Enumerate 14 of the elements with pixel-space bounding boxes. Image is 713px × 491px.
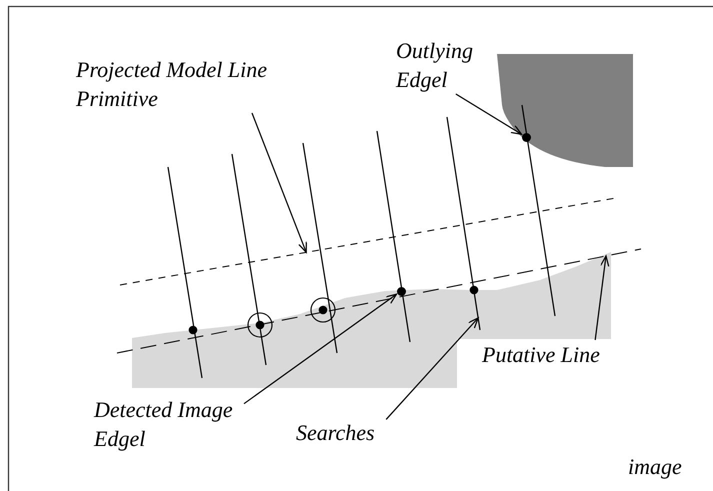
caption-label: image [628,453,682,481]
leader-line [594,255,610,340]
leader-line [251,112,307,253]
search-line [446,116,481,330]
projected-model-line [120,198,616,286]
leader-line [456,93,522,135]
callout-label: Detected Image Edgel [94,395,244,453]
callout-label: Projected Model Line Primitive [76,55,316,113]
leader-line [244,294,398,404]
search-line [521,104,556,316]
callout-label: Searches [296,418,388,447]
leader-line [386,317,479,420]
callout-label: Outlying Edgel [396,36,491,94]
callout-label: Putative Line [482,340,600,369]
